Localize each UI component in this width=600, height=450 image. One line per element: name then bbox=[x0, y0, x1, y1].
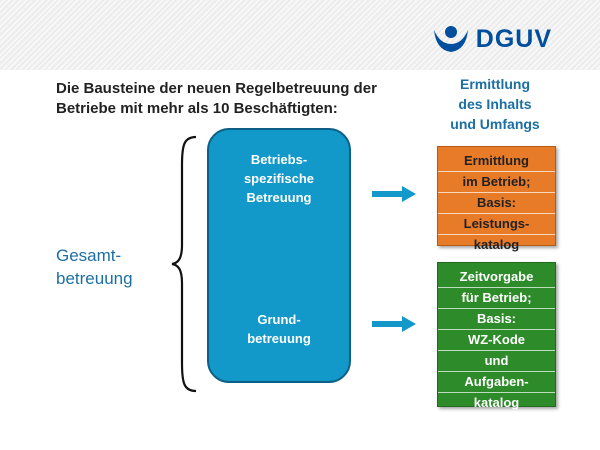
heading-line: Die Bausteine der neuen Regelbetreuung d… bbox=[56, 80, 377, 97]
curly-brace-icon bbox=[171, 135, 197, 393]
green-box-line: und bbox=[438, 351, 555, 372]
orange-box-line: katalog bbox=[473, 237, 520, 252]
left-label-line: Gesamt- bbox=[56, 246, 122, 265]
orange-box-line: im Betrieb; bbox=[438, 172, 555, 193]
green-box: Zeitvorgabe für Betrieb; Basis: WZ-Kode … bbox=[437, 262, 556, 410]
center-top-line: Betreuung bbox=[246, 190, 312, 205]
dguv-logo: DGUV bbox=[432, 24, 552, 54]
right-title-line: des Inhalts bbox=[458, 96, 532, 112]
logo-text: DGUV bbox=[475, 24, 552, 53]
betriebsspezifische-betreuung-label: Betriebs- spezifische Betreuung bbox=[209, 150, 349, 207]
orange-box-line: Ermittlung bbox=[438, 151, 555, 172]
slide-heading: Die Bausteine der neuen Regelbetreuung d… bbox=[56, 79, 436, 119]
center-box: Betriebs- spezifische Betreuung Grund- b… bbox=[207, 128, 351, 383]
green-box-line: Zeitvorgabe bbox=[438, 267, 555, 288]
right-column-title: Ermittlung des Inhalts und Umfangs bbox=[435, 74, 555, 134]
orange-box: Ermittlung im Betrieb; Basis: Leistungs-… bbox=[437, 146, 556, 252]
right-arrow-icon bbox=[372, 186, 416, 202]
right-title-line: und Umfangs bbox=[450, 116, 540, 132]
orange-box-line: Leistungs- bbox=[438, 214, 555, 235]
center-top-line: spezifische bbox=[243, 171, 315, 186]
center-bottom-line: Grund- bbox=[257, 312, 301, 327]
right-title-line: Ermittlung bbox=[460, 76, 530, 92]
green-box-line: Basis: bbox=[438, 309, 555, 330]
left-label-line: betreuung bbox=[56, 269, 133, 288]
green-box-line: WZ-Kode bbox=[438, 330, 555, 351]
right-arrow-icon bbox=[372, 316, 416, 332]
header-band bbox=[0, 0, 600, 70]
center-top-line: Betriebs- bbox=[250, 152, 308, 167]
heading-line: Betriebe mit mehr als 10 Beschäftigten: bbox=[56, 100, 338, 117]
gesamtbetreuung-label: Gesamt- betreuung bbox=[56, 244, 166, 290]
green-box-line: Aufgaben- bbox=[438, 372, 555, 393]
green-box-line: für Betrieb; bbox=[438, 288, 555, 309]
center-bottom-line: betreuung bbox=[247, 331, 311, 346]
grundbetreuung-label: Grund- betreuung bbox=[209, 310, 349, 348]
orange-box-line: Basis: bbox=[438, 193, 555, 214]
green-box-line: katalog bbox=[473, 395, 520, 410]
dguv-logo-icon bbox=[433, 26, 468, 52]
